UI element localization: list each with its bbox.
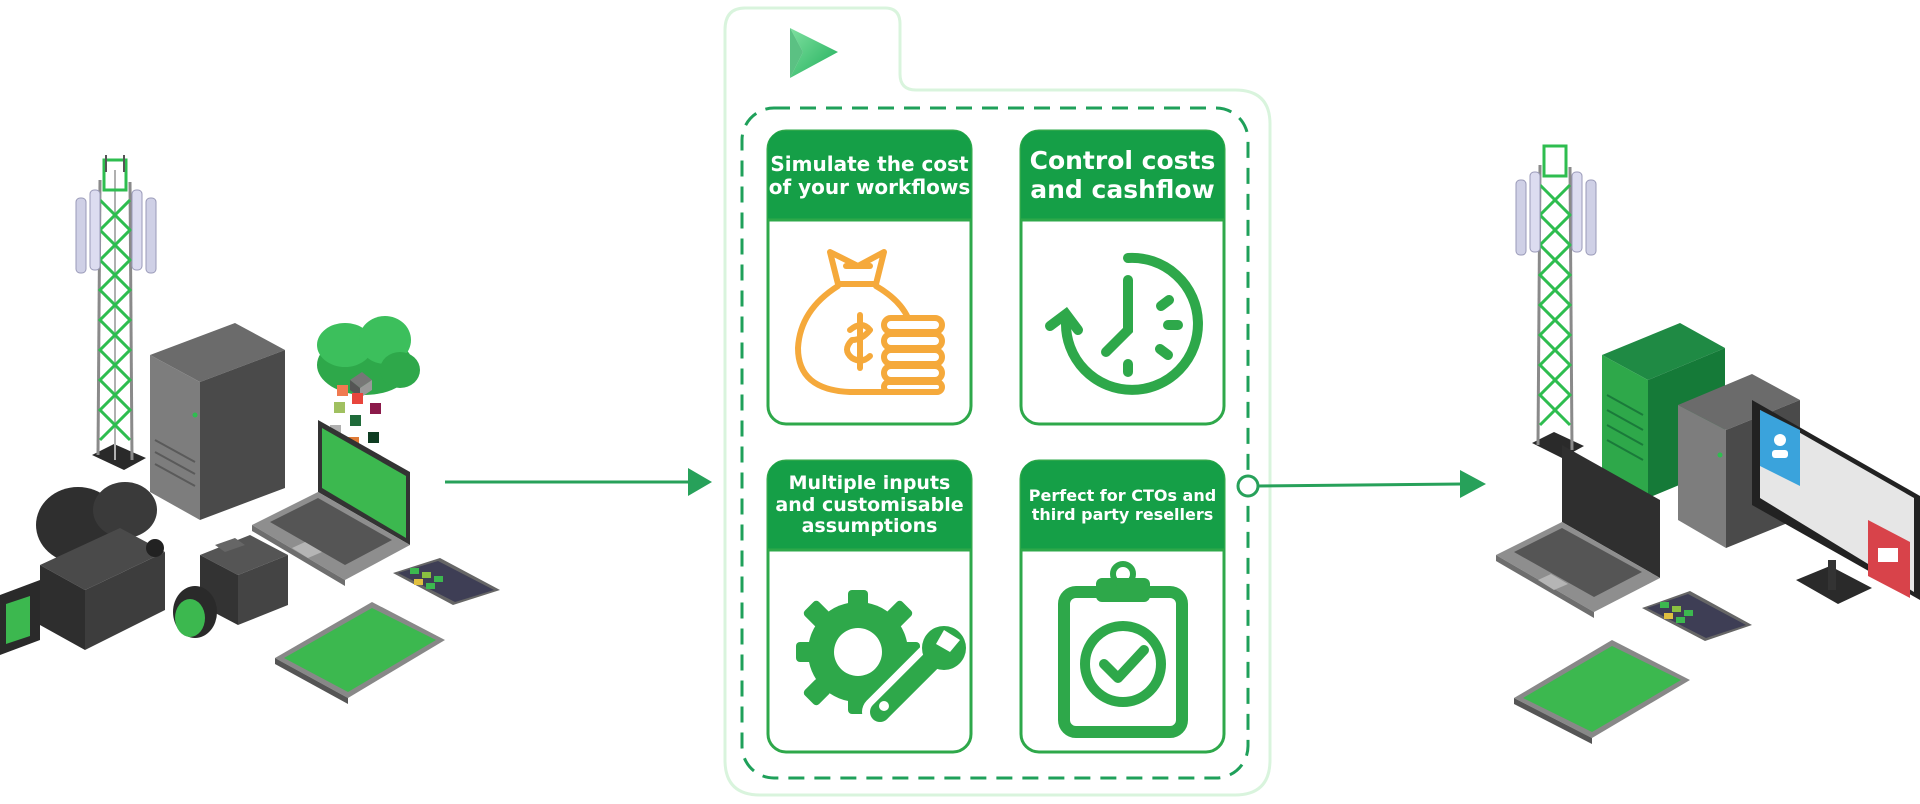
photo-camera-icon [173, 535, 288, 638]
play-logo-icon [790, 28, 838, 78]
feature-card [766, 459, 973, 754]
card-title-control-costs: Control costs and cashflow [1029, 145, 1216, 204]
arrow-to-center [445, 468, 712, 496]
phone-icon [1642, 591, 1752, 641]
feature-card [1019, 129, 1226, 426]
cell-tower-icon [1515, 144, 1597, 458]
clipboard-check-icon [1058, 561, 1188, 738]
card-title-simulate-cost: Simulate the cost of your workflows [768, 151, 971, 199]
card-title-multiple-inputs: Multiple inputs and customisable assumpt… [775, 471, 964, 538]
laptop-icon [252, 420, 410, 586]
card-title-ctos-resellers: Perfect for CTOs and third party reselle… [1028, 486, 1217, 524]
monitor-icon [1752, 400, 1920, 604]
phone-icon [393, 558, 500, 605]
tablet-icon [1514, 640, 1690, 744]
destination-devices-illustration [1496, 144, 1920, 744]
feature-card [766, 129, 973, 426]
arrow-to-destination [1236, 470, 1486, 498]
video-camera-icon [0, 482, 165, 655]
money-bag-coins-icon [795, 249, 945, 395]
laptop-icon [1496, 445, 1660, 618]
source-devices-illustration [0, 155, 500, 704]
tablet-icon [275, 602, 445, 704]
gear-wrench-icon [796, 590, 966, 728]
feature-card [1019, 459, 1226, 754]
clock-cycle-icon [1045, 252, 1203, 395]
cell-tower-icon [75, 155, 157, 470]
server-tower-icon [150, 323, 285, 520]
